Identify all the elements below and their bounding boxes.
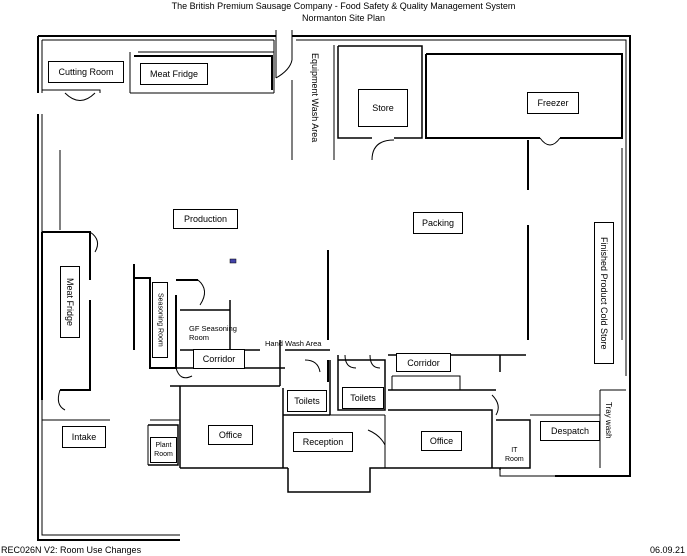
meat-fridge-top-door	[89, 231, 99, 253]
freezer-door	[539, 137, 561, 146]
reception-door	[367, 429, 386, 446]
meat-fridge-top-label: Meat Fridge	[140, 63, 208, 85]
toilets-door-1	[304, 359, 321, 373]
reception-wall	[283, 414, 386, 468]
footer-date: 06.09.21	[649, 545, 685, 555]
footer-reference: REC026N V2: Room Use Changes	[1, 545, 142, 555]
intake-label: Intake	[62, 426, 106, 448]
finished-cold-store-label: Finished Product Cold Store	[594, 222, 614, 364]
store-wall	[337, 45, 423, 139]
office-right-wall	[388, 409, 493, 468]
freezer-label: Freezer	[527, 92, 579, 114]
outer-wall	[37, 35, 631, 541]
gf-seasoning-door	[197, 279, 205, 306]
intake-wall	[42, 419, 180, 465]
meat-fridge-left-label: Meat Fridge	[60, 266, 80, 338]
toilets-right-label: Toilets	[342, 387, 384, 409]
bottom-wall	[180, 467, 501, 493]
plant-room-wall	[148, 424, 179, 466]
gf-seasoning-line2: Room	[189, 333, 210, 342]
office-right-door	[491, 394, 499, 416]
store-label: Store	[358, 89, 408, 127]
toilets-left-label: Toilets	[287, 390, 327, 412]
plan-subtitle: Normanton Site Plan	[301, 13, 386, 23]
store-door	[371, 139, 395, 161]
stairs	[37, 150, 61, 230]
plant-room-line1: Plant	[155, 442, 172, 449]
gf-seasoning-label: GF Seasoning Room	[189, 324, 237, 342]
corridor-left-label: Corridor	[193, 349, 245, 369]
office-left-wall	[179, 386, 284, 468]
equipment-wash-door	[275, 59, 293, 79]
corridor-right-label: Corridor	[396, 353, 451, 372]
plan-title: The British Premium Sausage Company - Fo…	[171, 1, 516, 11]
stairs-right	[391, 375, 461, 390]
cutting-room-label: Cutting Room	[48, 61, 124, 83]
despatch-label: Despatch	[540, 421, 600, 441]
production-label: Production	[173, 209, 238, 229]
despatch-wall	[530, 390, 601, 468]
freezer-wall	[425, 53, 623, 139]
office-right-label: Office	[421, 431, 462, 451]
equipment-wash-label: Equipment Wash Area	[310, 53, 320, 143]
marker-square	[229, 258, 237, 264]
gf-seasoning-line1: GF Seasoning	[189, 324, 237, 333]
equipment-wash-wall	[275, 30, 335, 160]
packing-label: Packing	[413, 212, 463, 234]
seasoning-room-wall	[133, 264, 198, 369]
toilets-door-2	[344, 354, 357, 369]
plant-room-label: Plant Room	[150, 437, 177, 463]
reception-label: Reception	[293, 432, 353, 452]
it-room-line1: IT	[511, 447, 518, 454]
cutting-room-wall	[42, 40, 275, 94]
seasoning-room-label: Seasoning Room	[152, 282, 168, 358]
meat-fridge-left-door	[57, 389, 66, 411]
outer-wall-inner	[41, 39, 627, 536]
cutting-room-door	[64, 92, 96, 101]
corridor-left-door	[175, 367, 193, 379]
meat-fridge-top-wall	[134, 55, 273, 90]
hand-wash-label: Hand Wash Area	[265, 339, 322, 348]
it-room-line2: Room	[505, 456, 524, 463]
bottom-right-wall	[499, 470, 555, 477]
toilets-door-3	[369, 354, 381, 369]
tray-wash-label: Tray wash	[604, 401, 613, 439]
it-room-wall	[496, 419, 531, 469]
plant-room-line2: Room	[154, 451, 173, 458]
it-room-label: IT Room	[505, 446, 524, 464]
office-left-label: Office	[208, 425, 253, 445]
